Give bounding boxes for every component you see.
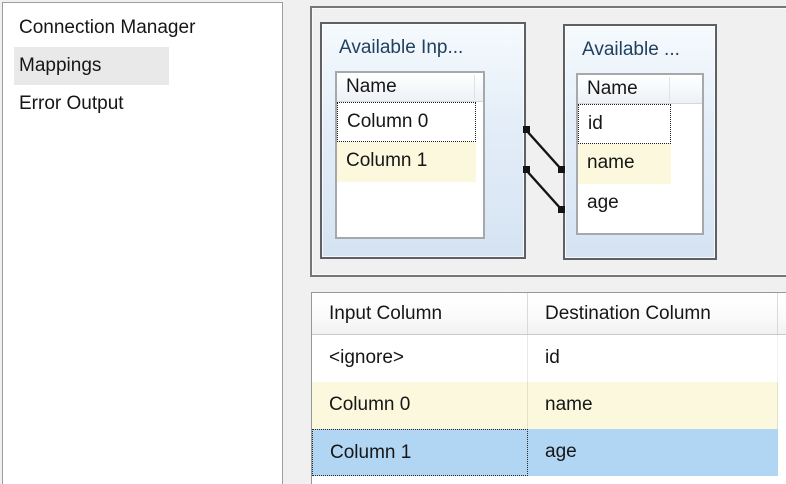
mapping-grid: Input Column Destination Column <ignore>… [311, 292, 786, 484]
mapping-row-column1-age: Column 1 age [312, 429, 786, 476]
sidebar-item-error-output[interactable]: Error Output [14, 85, 169, 123]
header-input-column: Input Column [312, 293, 528, 334]
input-column-cell[interactable]: <ignore> [312, 335, 528, 382]
input-column-cell[interactable]: Column 0 [312, 382, 528, 429]
mapping-connector-svg [312, 8, 786, 275]
mapping-grid-header: Input Column Destination Column [312, 293, 786, 335]
mapping-row-ignore-id: <ignore> id [312, 335, 786, 382]
input-column-cell-focused[interactable]: Column 1 [312, 429, 528, 476]
connection-line-column0-name[interactable] [523, 126, 565, 173]
destination-column-cell[interactable]: id [528, 335, 778, 382]
mapping-row-column0-name: Column 0 name [312, 382, 786, 429]
sidebar-item-connection-manager[interactable]: Connection Manager [14, 9, 169, 47]
destination-column-cell[interactable]: name [528, 382, 778, 429]
header-destination-column: Destination Column [528, 293, 778, 334]
pages-sidebar: Connection Manager Mappings Error Output [2, 2, 283, 484]
sidebar-item-mappings[interactable]: Mappings [14, 47, 169, 85]
connection-line-column1-age[interactable] [523, 166, 565, 213]
destination-column-cell[interactable]: age [528, 429, 778, 476]
mapping-canvas-panel: Available Inp... Name Column 0 Column 1 … [310, 6, 786, 277]
